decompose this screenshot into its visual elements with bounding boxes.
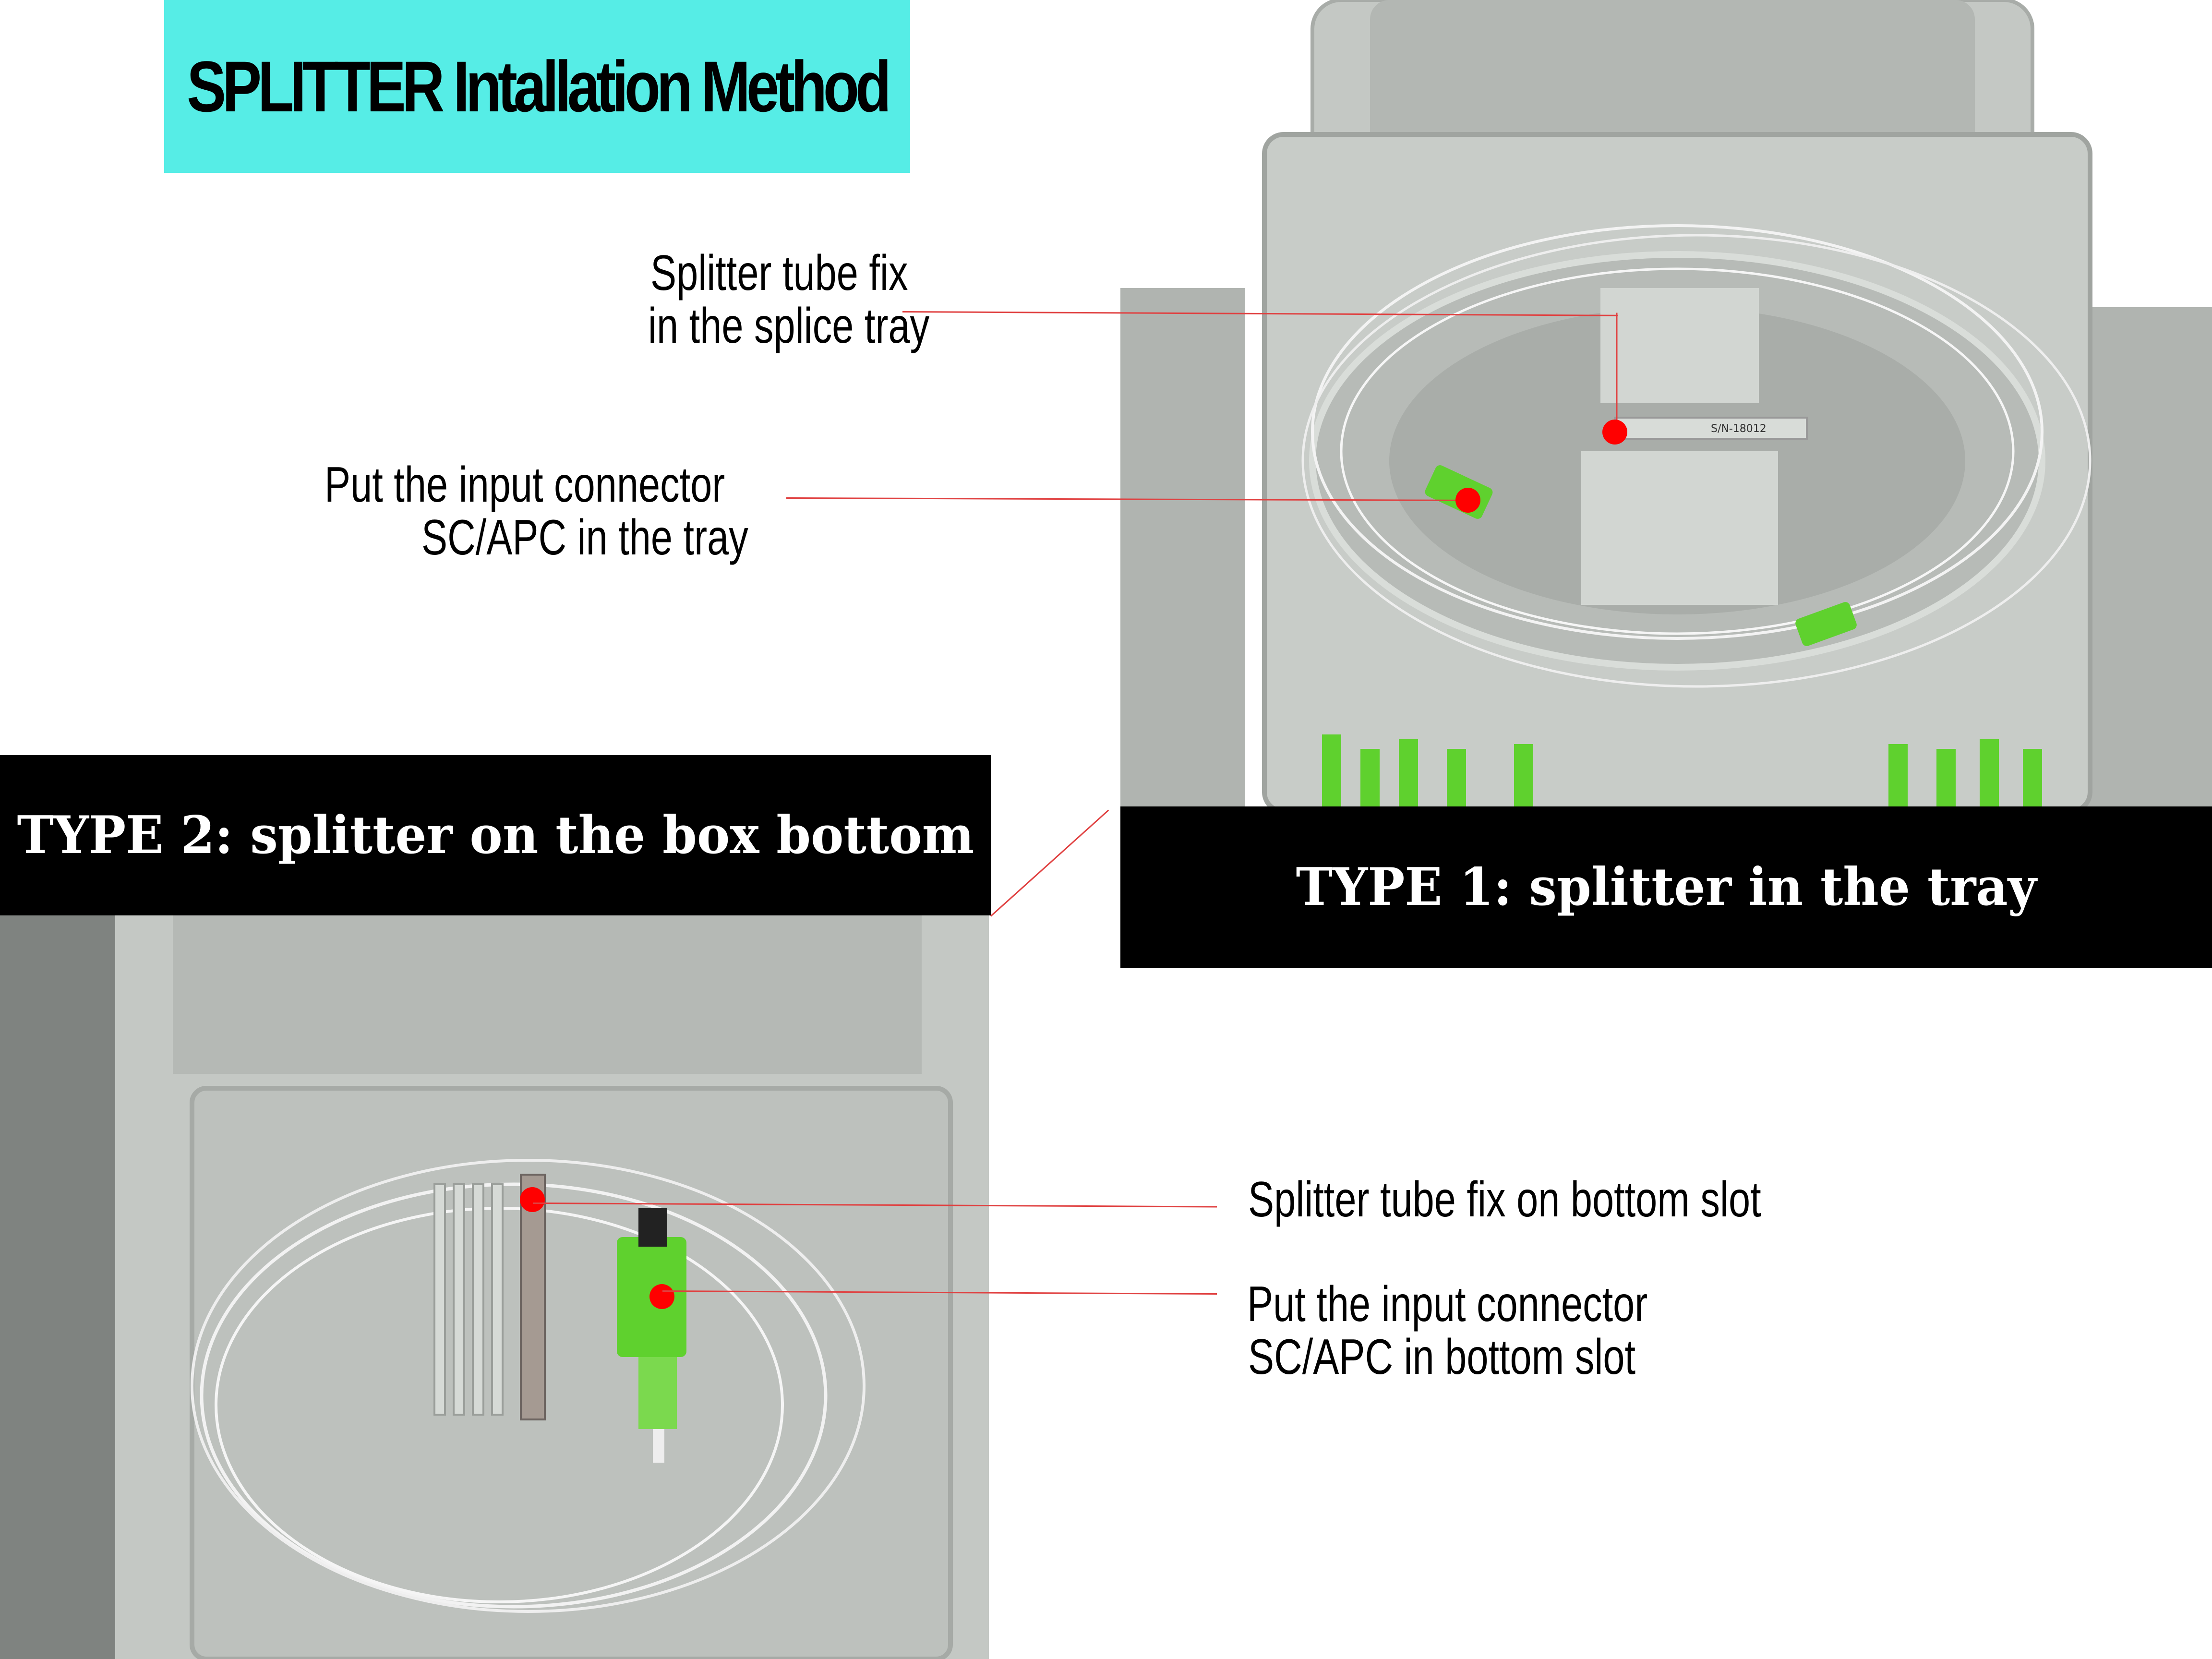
type1-serial-label: S/N-18012 bbox=[1711, 423, 1767, 435]
type1-connector-label-2: SC/APC in the tray bbox=[421, 512, 748, 564]
type2-tube-marker bbox=[520, 1187, 545, 1212]
type1-tube-label-line2: in the splice tray bbox=[648, 298, 930, 354]
type1-tube-marker bbox=[1602, 420, 1627, 445]
type2-heading: TYPE 2: splitter on the box bottom bbox=[17, 805, 974, 866]
type1-heading: TYPE 1: splitter in the tray bbox=[1296, 857, 2037, 917]
section-connector-line bbox=[990, 809, 1109, 917]
type1-photo: S/N-18012 bbox=[1120, 0, 2212, 811]
type2-connector-label: Put the input connector bbox=[1247, 1278, 1647, 1330]
type2-connector-label-2: SC/APC in bottom slot bbox=[1248, 1331, 1635, 1383]
type2-heading-bar: TYPE 2: splitter on the box bottom bbox=[0, 755, 991, 915]
type1-tube-label-2: in the splice tray bbox=[648, 300, 929, 352]
type1-connector-label-line2: SC/APC in the tray bbox=[421, 510, 748, 565]
type2-box-illustration bbox=[0, 915, 989, 1659]
type2-tube-label: Splitter tube fix on bottom slot bbox=[1248, 1174, 1761, 1226]
type1-tube-label-line1: Splitter tube fix bbox=[650, 245, 908, 301]
type2-photo bbox=[0, 915, 989, 1659]
type1-tube-leader-drop bbox=[1616, 313, 1618, 433]
type1-box-illustration: S/N-18012 bbox=[1120, 0, 2212, 811]
type2-connector-label-line2: SC/APC in bottom slot bbox=[1248, 1329, 1636, 1385]
title-banner: SPLITTER Intallation Method bbox=[164, 0, 910, 173]
type2-tube-label-text: Splitter tube fix on bottom slot bbox=[1248, 1172, 1761, 1227]
type1-connector-label: Put the input connector bbox=[325, 459, 725, 511]
type2-connector-label-line1: Put the input connector bbox=[1247, 1276, 1648, 1332]
type1-connector-label-line1: Put the input connector bbox=[325, 457, 725, 513]
page-title: SPLITTER Intallation Method bbox=[187, 46, 891, 127]
type1-tube-label: Splitter tube fix bbox=[650, 247, 908, 299]
type2-connector-marker bbox=[649, 1284, 674, 1309]
type1-connector-marker bbox=[1455, 488, 1480, 513]
type1-heading-bar: TYPE 1: splitter in the tray bbox=[1120, 806, 2212, 968]
